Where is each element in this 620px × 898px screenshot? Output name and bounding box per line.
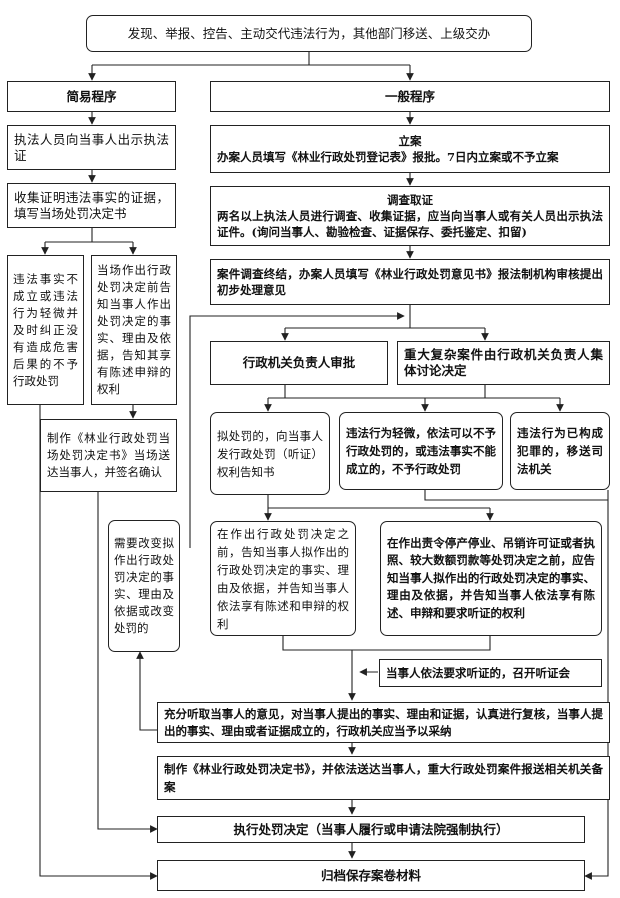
investigation-text: 两名以上执法人员进行调查、收集证据，应当向当事人或有关人员出示执法证件。(询问当… — [217, 209, 603, 239]
onsite-decision-text: 制作《林业行政处罚当场处罚决定书》当场送达当事人，并签名确认 — [47, 431, 170, 479]
penalty-decision-node: 制作《林业行政处罚决定书》，并依法送达当事人，重大行政处罚案件报送相关机关备案 — [157, 756, 610, 800]
transfer-judicial-text: 违法行为已构成犯罪的，移送司法机关 — [517, 426, 603, 476]
show-certificate-text: 执法人员向当事人出示执法证 — [14, 131, 169, 163]
hearing-text: 当事人依法要求听证的，召开听证会 — [386, 666, 570, 680]
start-node: 发现、举报、控告、主动交代违法行为，其他部门移送、上级交办 — [86, 15, 532, 52]
file-case-title: 立案 — [398, 134, 422, 148]
transfer-judicial-node: 违法行为已构成犯罪的，移送司法机关 — [510, 412, 610, 490]
review-opinion-text: 充分听取当事人的意见，对当事人提出的事实、理由和证据，认真进行复核，当事人提出的… — [164, 706, 603, 738]
inform-before-decision-node: 在作出行政处罚决定之前，告知当事人拟作出的行政处罚决定的事实、理由及依据，并告知… — [210, 521, 356, 636]
archive-text: 归档保存案卷材料 — [320, 867, 421, 883]
archive-node: 归档保存案卷材料 — [157, 860, 585, 891]
review-opinion-node: 充分听取当事人的意见，对当事人提出的事实、理由和证据，认真进行复核，当事人提出的… — [157, 702, 610, 743]
general-procedure-label: 一般程序 — [384, 88, 435, 104]
inform-onsite-node: 当场作出行政处罚决定前告知当事人作出处罚决定的事实、理由及依据，告知其享有陈述申… — [91, 255, 177, 405]
simple-procedure-node: 简易程序 — [7, 81, 176, 112]
head-approval-node: 行政机关负责人审批 — [210, 341, 388, 385]
no-admin-penalty-node: 违法行为轻微，依法可以不予行政处罚的，或违法事实不能成立的，不予行政处罚 — [339, 412, 503, 490]
file-case-node: 立案 办案人员填写《林业行政处罚登记表》报批。7日内立案或不予立案 — [210, 125, 610, 173]
onsite-decision-node: 制作《林业行政处罚当场处罚决定书》当场送达当事人，并签名确认 — [40, 419, 177, 492]
change-decision-text: 需要改变拟作出行政处罚决定的事实、理由及依据或改变处罚的 — [114, 536, 174, 635]
connector — [424, 490, 608, 501]
no-admin-penalty-text: 违法行为轻微，依法可以不予行政处罚的，或违法事实不能成立的，不予行政处罚 — [346, 426, 496, 476]
change-decision-node: 需要改变拟作出行政处罚决定的事实、理由及依据或改变处罚的 — [108, 520, 180, 652]
inform-hearing-rights-text: 在作出责令停产停业、吊销许可证或者执照、较大数额罚款等处罚决定之前，应告知当事人… — [387, 535, 595, 620]
simple-procedure-label: 简易程序 — [66, 88, 117, 104]
collect-evidence-text: 收集证明违法事实的证据，填写当场处罚决定书 — [14, 189, 169, 221]
penalty-decision-text: 制作《林业行政处罚决定书》，并依法送达当事人，重大行政处罚案件报送相关机关备案 — [164, 762, 603, 794]
hearing-node: 当事人依法要求听证的，召开听证会 — [379, 659, 602, 687]
start-text: 发现、举报、控告、主动交代违法行为，其他部门移送、上级交办 — [127, 25, 491, 41]
collective-decision-node: 重大复杂案件由行政机关负责人集体讨论决定 — [397, 341, 610, 385]
collective-decision-text: 重大复杂案件由行政机关负责人集体讨论决定 — [404, 347, 603, 378]
investigation-title: 调查取证 — [387, 193, 433, 207]
file-case-text: 办案人员填写《林业行政处罚登记表》报批。7日内立案或不予立案 — [217, 150, 559, 164]
no-penalty-simple-node: 违法事实不成立或违法行为轻微并及时纠正没有造成危害后果的不予行政处罚 — [7, 255, 84, 405]
notify-rights-node: 拟处罚的，向当事人发行政处罚（听证）权利告知书 — [210, 412, 330, 495]
general-procedure-node: 一般程序 — [210, 81, 610, 112]
connector — [352, 636, 491, 651]
connector-arrow — [39, 405, 158, 880]
notify-rights-text: 拟处罚的，向当事人发行政处罚（听证）权利告知书 — [217, 428, 323, 479]
execute-decision-node: 执行处罚决定（当事人履行或申请法院强制执行） — [157, 816, 585, 843]
inform-onsite-text: 当场作出行政处罚决定前告知当事人作出处罚决定的事实、理由及依据，告知其享有陈述申… — [97, 263, 171, 396]
investigation-node: 调查取证 两名以上执法人员进行调查、收集证据，应当向当事人或有关人员出示执法证件… — [210, 186, 610, 246]
connector-arrow — [189, 312, 405, 548]
inform-hearing-rights-node: 在作出责令停产停业、吊销许可证或者执照、较大数额罚款等处罚决定之前，应告知当事人… — [380, 521, 602, 636]
show-certificate-node: 执法人员向当事人出示执法证 — [7, 125, 176, 170]
collect-evidence-node: 收集证明违法事实的证据，填写当场处罚决定书 — [7, 183, 176, 228]
inform-before-decision-text: 在作出行政处罚决定之前，告知当事人拟作出的行政处罚决定的事实、理由及依据，并告知… — [217, 526, 349, 631]
investigation-concluded-text: 案件调查终结，办案人员填写《林业行政处罚意见书》报法制机构审核提出初步处理意见 — [217, 267, 603, 297]
head-approval-text: 行政机关负责人审批 — [242, 355, 356, 370]
connector-arrow — [136, 651, 157, 731]
no-penalty-simple-text: 违法事实不成立或违法行为轻微并及时纠正没有造成危害后果的不予行政处罚 — [13, 271, 78, 388]
execute-decision-text: 执行处罚决定（当事人履行或申请法院强制执行） — [233, 821, 509, 837]
connector — [282, 636, 352, 651]
investigation-concluded-node: 案件调查终结，办案人员填写《林业行政处罚意见书》报法制机构审核提出初步处理意见 — [210, 259, 610, 305]
connector-arrow — [97, 492, 158, 833]
connector-arrow — [584, 490, 609, 880]
